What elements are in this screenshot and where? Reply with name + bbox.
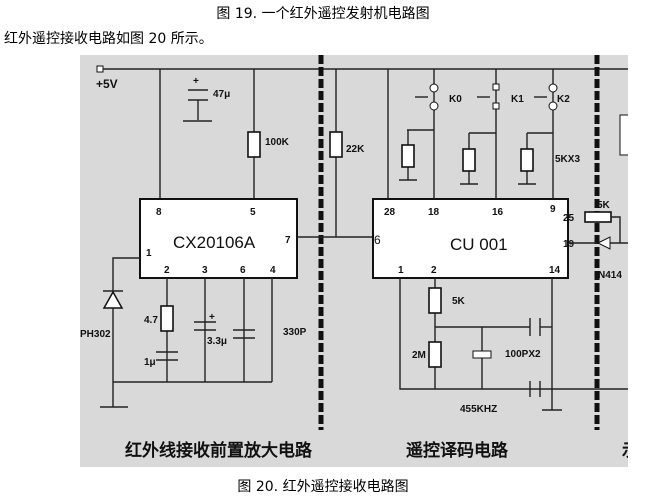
label-4-7: 4.7 — [144, 315, 158, 326]
section-title-left: 红外线接收前置放大电路 — [125, 440, 313, 461]
label-47u: 47μ — [213, 89, 230, 100]
label-330p: 330P — [283, 327, 307, 338]
switch-k0 — [399, 69, 439, 199]
label-100k: 100K — [265, 137, 290, 148]
resistor-5k-top — [584, 211, 612, 223]
pin: 2 — [164, 265, 170, 276]
ic-cu001 — [372, 198, 569, 279]
pin: 5 — [250, 207, 256, 218]
figure-19-caption: 图 19. 一个红外遥控发射机电路图 — [216, 6, 430, 22]
label-5kx3: 5KX3 — [555, 154, 580, 165]
label-k2: K2 — [557, 94, 570, 105]
ic2-name: CU 001 — [450, 235, 508, 254]
label-2m: 2M — [412, 350, 426, 361]
circuit-diagram: +5V 100K + 47μ CX20106A 8 5 7 1 2 3 6 4 … — [80, 55, 628, 467]
intro-text: 红外遥控接收电路如图 20 所示。 — [4, 31, 213, 47]
photodiode-icon — [102, 290, 124, 309]
label-455khz: 455KHZ — [460, 404, 497, 415]
pin: 25 — [563, 213, 575, 224]
pin: 28 — [384, 207, 396, 218]
label-22k: 22K — [346, 144, 365, 155]
pin: 4 — [270, 265, 276, 276]
label-n414: N414 — [598, 270, 622, 281]
section-title-right: 遥控译码电路 — [406, 440, 509, 461]
supply-label: +5V — [96, 77, 118, 91]
label-k1: K1 — [511, 94, 524, 105]
label-3-3u: 3.3μ — [207, 336, 227, 347]
figure-20-caption: 图 20. 红外遥控接收电路图 — [237, 479, 409, 495]
section-title-cut: 示 — [622, 441, 628, 461]
pin: 19 — [563, 239, 575, 250]
pin: 6 — [374, 233, 381, 247]
svg-text:+: + — [209, 312, 215, 323]
label-ph302: PH302 — [80, 329, 111, 340]
pin: 16 — [492, 207, 504, 218]
label-5k-top: 5K — [597, 200, 611, 211]
diode-icon — [596, 236, 611, 250]
label-1u: 1μ — [144, 357, 156, 368]
switch-k2 — [518, 69, 558, 199]
resistor-2m — [428, 341, 442, 368]
resistor-5k — [428, 287, 442, 314]
pin: 8 — [156, 207, 162, 218]
pin: 1 — [398, 265, 404, 276]
label-100px2: 100PX2 — [505, 349, 541, 360]
pin: 14 — [549, 265, 561, 276]
pin: 2 — [431, 265, 437, 276]
pin: 6 — [240, 265, 246, 276]
ic1-name: CX20106A — [173, 233, 256, 252]
supply-terminal — [96, 65, 104, 73]
ic-cx20106a — [139, 198, 298, 279]
pin: 9 — [550, 204, 556, 215]
svg-text:+: + — [193, 76, 199, 87]
pin: 3 — [202, 265, 208, 276]
circuit-svg: +5V 100K + 47μ CX20106A 8 5 7 1 2 3 6 4 … — [80, 55, 628, 461]
resistor-22k — [329, 131, 343, 158]
label-5k: 5K — [452, 296, 466, 307]
pin: 7 — [285, 235, 291, 246]
switch-k1 — [460, 69, 500, 199]
crystal-icon — [472, 350, 492, 359]
pin: 18 — [428, 207, 440, 218]
pin: 1 — [146, 248, 152, 259]
label-k0: K0 — [449, 94, 462, 105]
resistor-4-7 — [160, 305, 174, 332]
resistor-100k — [247, 131, 261, 158]
